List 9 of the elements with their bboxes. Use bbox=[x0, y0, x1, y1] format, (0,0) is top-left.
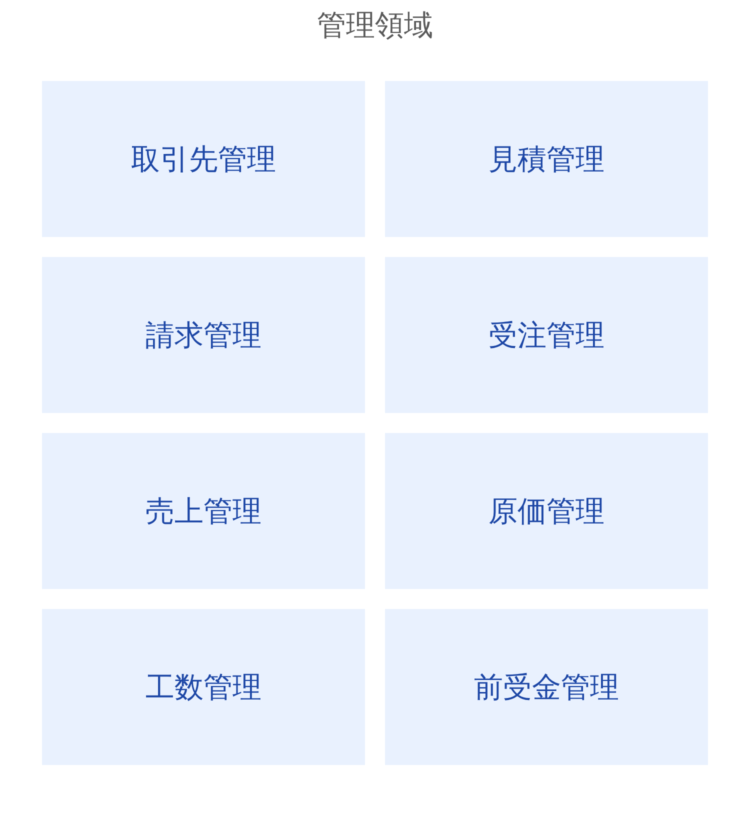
module-label: 見積管理 bbox=[488, 141, 604, 177]
module-label: 売上管理 bbox=[146, 493, 262, 529]
module-label: 工数管理 bbox=[146, 669, 262, 705]
title: 管理領域 bbox=[316, 7, 434, 44]
module-label: 受注管理 bbox=[488, 317, 604, 353]
module-label: 原価管理 bbox=[488, 493, 604, 529]
module-label: 請求管理 bbox=[146, 317, 262, 353]
module-label: 取引先管理 bbox=[131, 141, 276, 177]
module-label: 前受金管理 bbox=[474, 669, 619, 705]
